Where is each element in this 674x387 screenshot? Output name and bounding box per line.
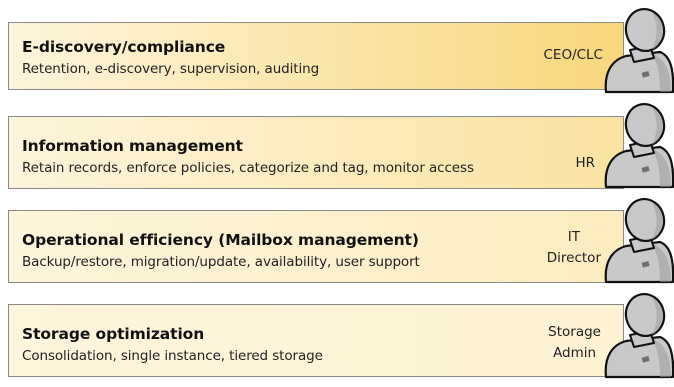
person-icon — [604, 197, 674, 284]
person-badge — [641, 71, 650, 78]
tier-title: E-discovery/compliance — [22, 38, 226, 56]
person-head-shade — [652, 12, 663, 50]
role-line: Admin — [553, 345, 597, 361]
person-head — [624, 7, 666, 53]
role-line: IT — [567, 229, 580, 245]
person-head-shade — [652, 107, 663, 145]
role-label: HR — [575, 153, 595, 174]
person-head — [624, 292, 666, 338]
person-head-shade — [652, 202, 663, 240]
role-line: Storage — [548, 324, 601, 340]
person-badge — [641, 356, 650, 363]
tier-ediscovery-compliance: E-discovery/compliance Retention, e-disc… — [8, 22, 624, 90]
person-badge — [641, 166, 650, 173]
tier-operational-efficiency: Operational efficiency (Mailbox manageme… — [8, 210, 624, 283]
role-label: Storage Admin — [548, 322, 601, 364]
person-body-shade — [652, 149, 671, 187]
tier-title: Information management — [22, 137, 243, 155]
role-line: HR — [575, 155, 595, 171]
role-line: Director — [546, 250, 601, 266]
person-head-shade — [652, 297, 663, 335]
tier-storage-optimization: Storage optimization Consolidation, sing… — [8, 304, 624, 377]
person-body-shade — [652, 244, 671, 282]
role-line: CEO/CLC — [543, 47, 603, 63]
person-head — [624, 197, 666, 243]
person-icon — [604, 7, 674, 94]
tier-title: Storage optimization — [22, 325, 205, 343]
role-label: IT Director — [547, 227, 601, 269]
tier-description: Consolidation, single instance, tiered s… — [22, 348, 323, 364]
tier-title: Operational efficiency (Mailbox manageme… — [22, 231, 419, 249]
person-body-shade — [652, 339, 671, 377]
tier-description: Backup/restore, migration/update, availa… — [22, 254, 420, 270]
person-badge — [641, 261, 650, 268]
tier-description: Retention, e-discovery, supervision, aud… — [22, 61, 320, 77]
person-icon — [604, 292, 674, 379]
tier-information-management: Information management Retain records, e… — [8, 116, 624, 189]
tier-description: Retain records, enforce policies, catego… — [22, 160, 474, 176]
person-head — [624, 102, 666, 148]
person-body-shade — [652, 54, 671, 92]
role-label: CEO/CLC — [543, 45, 603, 66]
person-icon — [604, 102, 674, 189]
